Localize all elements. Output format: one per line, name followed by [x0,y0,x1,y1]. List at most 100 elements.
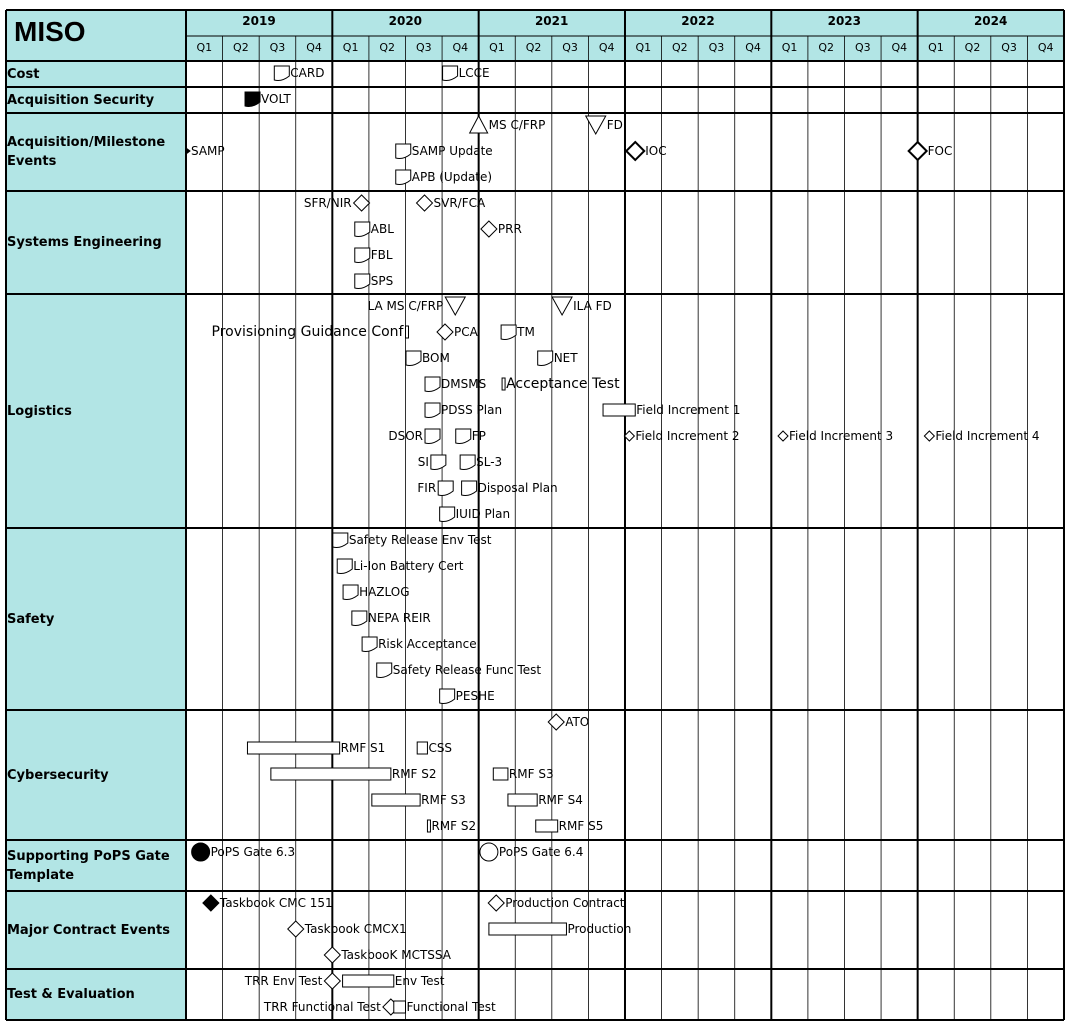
diamond-marker [323,972,342,990]
row-label-cell [6,294,186,528]
quarter-label: Q2 [233,41,249,54]
event-label: DMSMS [441,377,487,391]
event-label: Disposal Plan [477,481,558,495]
diamond-marker [323,946,342,964]
document-marker [361,636,378,652]
year-label: 2024 [973,14,1008,28]
duration-bar [602,403,636,417]
row-label-cell [6,710,186,840]
diamond-marker [352,194,371,212]
quarter-label: Q2 [964,41,981,54]
triangle-down-marker [551,296,573,317]
event-label: PESHE [455,689,495,703]
document-marker [244,91,261,107]
quarter-label: Q3 [269,41,286,54]
row-label-cell [6,969,186,1020]
quarter-label: Q4 [891,41,908,54]
duration-bar [270,767,392,781]
duration-bar [492,767,509,781]
duration-bar [371,793,421,807]
diamond-marker [923,430,936,442]
event-label: FOC [927,144,953,158]
document-marker [342,584,359,600]
event-label: SAMP Update [411,144,493,158]
triangle-down-marker [584,115,607,136]
document-marker [354,221,371,237]
document-marker [430,454,447,470]
row-label: Test & Evaluation [7,987,135,1002]
event-label: CARD [290,66,325,80]
diamond-marker [487,894,505,912]
event-label: Field Increment 2 [635,429,740,443]
row-label-cell [6,113,186,191]
diamond-marker [202,894,220,912]
row-label: Acquisition/Milestone Events [7,135,166,169]
quarter-label: Q2 [818,41,835,54]
event-label: Field Increment 4 [935,429,1040,443]
duration-bar [404,325,409,339]
event-label: IOC [645,144,667,158]
event-label: RMF S3 [508,767,554,781]
row-label: Systems Engineering [7,235,162,250]
row-label: Logistics [7,403,72,419]
document-marker [395,143,412,159]
event-label: Env Test [394,974,445,988]
event-label: Risk Acceptance [378,637,477,651]
title-cell [6,10,186,61]
event-label: Taskbook CMCX1 [304,922,407,936]
document-marker [332,532,349,548]
year-label: 2022 [681,14,715,28]
document-marker [424,376,441,392]
event-label: RMF S2 [431,819,477,833]
quarter-label: Q4 [745,41,761,54]
duration-bar [393,1000,406,1014]
event-label: Field Increment 3 [789,429,894,443]
quarter-label: Q2 [525,41,542,54]
event-label: Field Increment 1 [636,403,741,417]
event-label: SL-3 [476,455,503,469]
row-label: Safety [7,611,55,627]
document-marker [354,273,371,289]
diamond-marker [415,194,434,212]
document-marker [424,402,441,418]
event-label: Safety Release Env Test [348,533,492,547]
circle-marker [479,842,499,862]
row-label-cell [6,87,186,113]
event-label: RMF S3 [421,793,466,807]
event-label: BOM [421,351,450,365]
event-label: Acceptance Test [506,376,620,392]
event-label: LCCE [458,66,490,80]
event-label: RMF S4 [538,793,583,807]
event-label: Li-Ion Battery Cert [353,559,464,573]
event-label: PoPS Gate 6.4 [498,845,584,859]
event-label: Provisioning Guidance Conf [211,324,404,340]
event-label: Production Contract [505,896,625,910]
event-label: Functional Test [406,1000,496,1014]
event-label: MS C/FRP [488,118,546,132]
event-label: HAZLOG [359,585,410,599]
document-marker [461,480,478,496]
diamond-marker [624,140,646,162]
event-label: FBL [370,248,393,262]
row-label: Cybersecurity [7,767,109,783]
quarter-label: Q1 [489,41,505,54]
document-marker [455,428,472,444]
event-label: RMF S1 [340,741,386,755]
quarter-label: Q4 [1037,41,1054,54]
document-marker [336,558,353,574]
document-marker [376,662,393,678]
year-label: 2021 [534,14,569,28]
quarter-label: Q3 [1001,41,1017,54]
triangle-down-marker [444,296,467,317]
row-label: Acquisition Security [7,92,155,108]
diamond-marker [623,430,636,442]
document-marker [424,428,441,444]
event-label: FP [471,429,486,443]
row-label-cell [6,840,186,891]
event-label: SFR/NIR [303,196,352,210]
diamond-marker [287,920,305,938]
quarter-label: Q3 [854,41,871,54]
document-marker [459,454,476,470]
triangle-marker [185,147,191,155]
